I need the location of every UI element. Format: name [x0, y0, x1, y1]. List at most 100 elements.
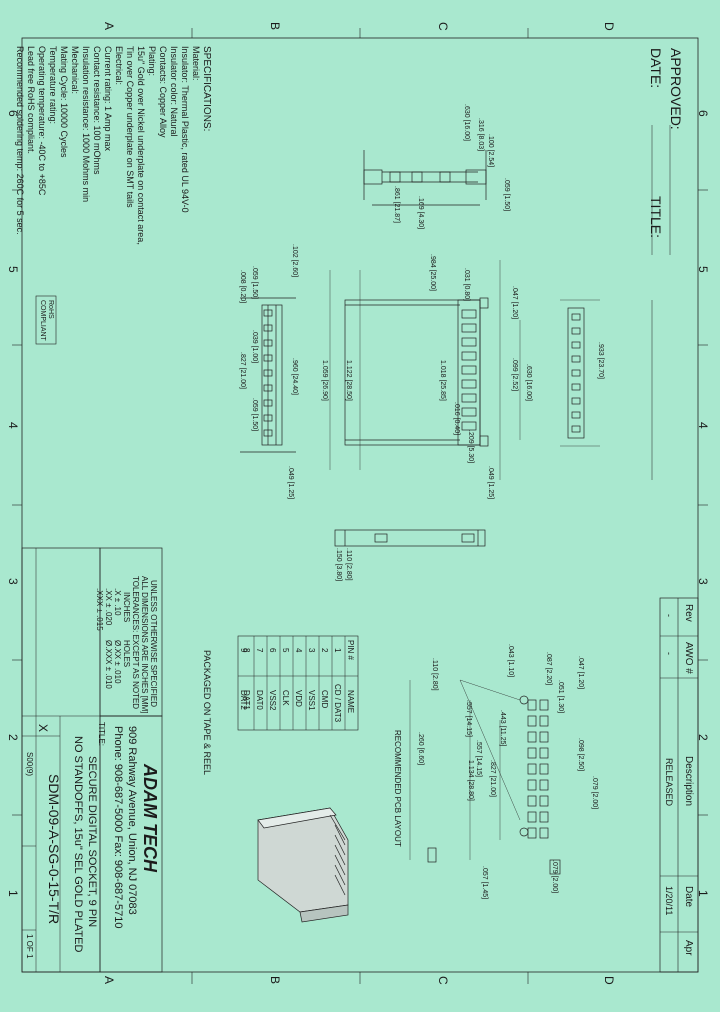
spec-line: Contact resistance: 100 mOhms: [92, 46, 102, 175]
table-row: DAT0: [255, 690, 264, 710]
tolerance-value: .XXX ± .015: [95, 588, 104, 631]
dimension-label: .059 [1.50]: [251, 398, 258, 432]
tolerance-line: TOLERANCES: EXCEPT AS NOTED: [131, 576, 140, 710]
table-row: CMD: [320, 690, 329, 709]
holes-header: HOLES: [122, 640, 131, 668]
part-number: SDM-09-A-SG-0-15-T/R: [46, 774, 62, 925]
dimension-label: 1.059 [26.90]: [321, 360, 328, 401]
dimension-label: .260 [6.60]: [417, 732, 424, 766]
zone-row-2-right: 2: [696, 734, 710, 741]
zone-row-4-right: 4: [696, 422, 710, 429]
spec-line: Lead free RoHS compliant.: [26, 46, 36, 155]
table-row: 1: [333, 648, 342, 653]
tolerance-value: .X ± .10: [113, 588, 122, 616]
spec-line: 15u" Gold over Nickel underplate on cont…: [136, 46, 146, 245]
table-row: VDD: [294, 690, 303, 707]
pcb-layout-drawing: [409, 679, 561, 875]
zone-row-2-left: 2: [6, 734, 20, 741]
dimension-label: .031 [0.80]: [463, 268, 470, 302]
tolerance-value: .XX ± .020: [104, 588, 113, 626]
date-value: 1/20/11: [664, 886, 674, 916]
dimension-label: .110 [2.80]: [431, 658, 438, 691]
company-address: 909 Rahway Avenue, Union, NJ 07083: [126, 726, 138, 915]
zone-row-1-right: 1: [696, 890, 710, 897]
dimension-label: .079 [2.00]: [591, 776, 598, 810]
zone-label-d-bottom: D: [602, 976, 616, 985]
awo-value: -: [664, 652, 674, 655]
dimension-label: .047 [1.20]: [511, 286, 518, 320]
zone-label-d-top: D: [602, 22, 616, 31]
table-row: 5: [281, 648, 290, 653]
date-label: DATE:: [648, 48, 664, 89]
spec-line: Current rating: 1 Amp max: [103, 46, 113, 152]
dimension-label: .630 [16.00]: [525, 364, 532, 401]
dimension-label: .057 [1.45]: [481, 866, 488, 900]
dimension-label: .039 [1.00]: [251, 330, 258, 364]
tolerance-line: ALL DIMENSIONS ARE INCHES [MM]: [140, 576, 149, 714]
approval-title-label: TITLE:: [648, 196, 664, 239]
right-view-drawing: [560, 299, 600, 447]
part-title-line2: NO STANDOFFS, 15u" SEL GOLD PLATED: [72, 736, 84, 953]
dimension-label: .100 [2.54]: [487, 134, 494, 168]
table-row: 2: [320, 648, 329, 653]
dimension-label: .047 [1.20]: [577, 656, 584, 690]
spec-line: Plating:: [147, 46, 157, 77]
dimension-label: .443 [11.25]: [499, 710, 506, 747]
zone-label-c-bottom: C: [436, 976, 450, 985]
dimension-label: .043 [1.10]: [507, 644, 514, 678]
dimension-label: .150 [3.80]: [335, 548, 342, 582]
table-row: 9: [239, 648, 248, 653]
table-row: CD / DAT3: [333, 684, 342, 723]
zone-label-a-bottom: A: [102, 976, 116, 985]
zone-row-5-right: 5: [696, 266, 710, 273]
zone-row-3-right: 3: [696, 578, 710, 585]
dimension-label: .102 [2.60]: [291, 244, 298, 278]
inch-header: INCHES: [122, 592, 131, 623]
description-value: RELEASED: [664, 758, 674, 807]
dimension-label: .827 [21.00]: [239, 352, 246, 389]
zone-row-3-left: 3: [6, 578, 20, 585]
dimension-label: .059 [1.50]: [503, 178, 510, 212]
dimension-label: .087 [2.20]: [545, 652, 552, 686]
spec-line: Insulator: Thermal Plastic, rated UL 94V…: [180, 46, 190, 213]
name-header: NAME: [346, 690, 355, 714]
dimension-label: .169 [4.30]: [417, 196, 424, 230]
spec-line: Insulation resistance: 1000 Mohms min: [81, 46, 91, 203]
tolerance-value: Ø.XX ± .010: [113, 640, 122, 684]
dimension-label: .110 [2.80]: [345, 548, 352, 581]
rev-value: -: [664, 614, 674, 617]
dimension-label: 1.122 [28.50]: [345, 360, 352, 401]
dimension-label: 1.134 [28.80]: [467, 760, 474, 801]
part-title-line1: SECURE DIGITAL SOCKET, 9 PIN: [86, 756, 98, 928]
dimension-label: .827 [21.00]: [489, 760, 496, 797]
zone-label-b-bottom: B: [268, 976, 282, 985]
apr-header: Apr: [683, 940, 694, 956]
description-header: Description: [683, 756, 694, 807]
zone-label-b-top: B: [268, 22, 282, 31]
rev-header: Rev: [683, 604, 694, 622]
dimension-label: .630 [16.00]: [463, 104, 470, 141]
dimension-label: .984 [25.00]: [429, 254, 436, 291]
dimension-label: .316 [8.03]: [477, 118, 484, 152]
scale-code: S00(9): [25, 752, 34, 777]
table-row: 6: [268, 648, 277, 653]
spec-line: Operating temperature: -40C to +85C: [37, 46, 47, 196]
spec-line: Mating Cycle: 10000 Cycles: [59, 46, 69, 158]
zone-label-c-top: C: [436, 22, 450, 31]
dimension-label: .557 [14.15]: [475, 740, 482, 777]
dimension-label: .209 [5.30]: [467, 430, 474, 464]
approved-label: APPROVED:: [668, 48, 684, 130]
sheet-number: 1 OF 1: [25, 934, 34, 959]
dimension-label: .861 [21.87]: [393, 186, 400, 223]
dimension-label: .049 [1.25]: [287, 466, 294, 500]
spec-line: Insulator color: Natural: [169, 46, 179, 137]
table-row: DAT2: [239, 690, 248, 710]
dimension-label: .099 [2.52]: [511, 358, 518, 392]
spec-line: Temperature rating:: [48, 46, 58, 125]
dimension-label: .051 [1.30]: [557, 680, 564, 714]
spec-line: Electrical:: [114, 46, 124, 86]
spec-line: Mechanical:: [70, 46, 80, 95]
dimension-label: .557 [14.15]: [465, 700, 472, 737]
